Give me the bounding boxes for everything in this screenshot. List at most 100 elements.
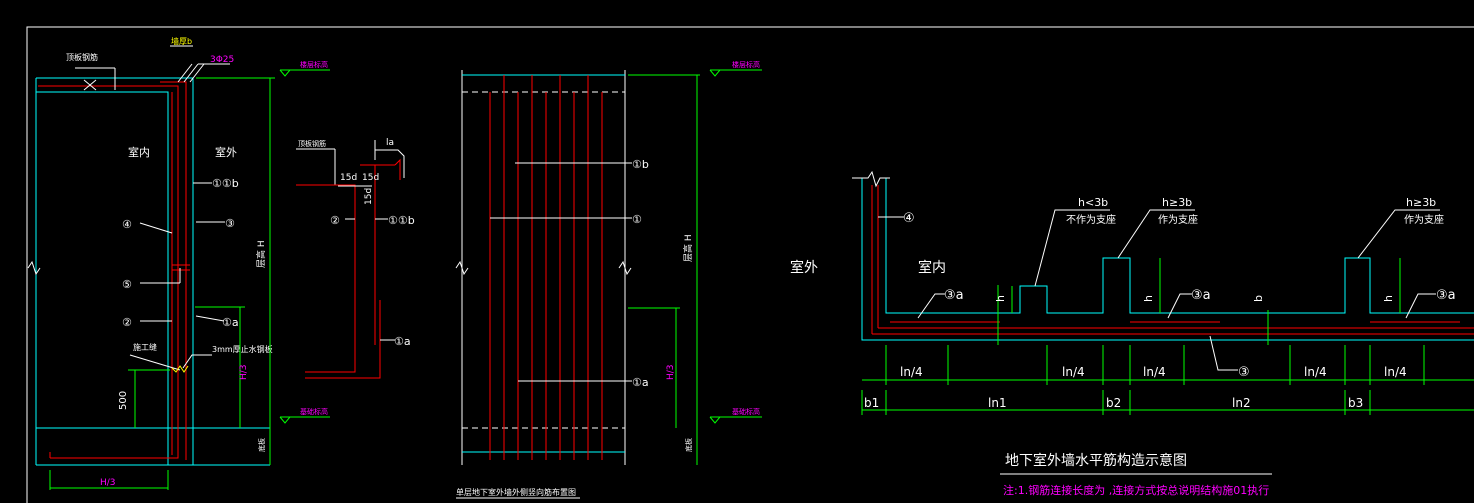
mid-level-bottom: 基础标高 (732, 407, 760, 416)
mid-dim-bottom: 底板 (684, 438, 693, 452)
water-stop-label: 3mm厚止水钢板 (212, 344, 273, 354)
plan-break (852, 170, 890, 188)
construction-joint-label: 施工缝 (133, 342, 157, 352)
dim-height: 层高 H (255, 240, 267, 268)
plan-h-ge-3b-1: h≥3b (1162, 196, 1192, 209)
plan-callout-3a-3: ③a (1436, 288, 1456, 303)
wall-thick-label: 墙厚b (171, 36, 192, 46)
detail-15d-b: 15d (362, 173, 379, 183)
mid-dim-height: 层高 H (682, 234, 694, 262)
dim-500: 500 (118, 391, 129, 410)
outer-rebar (160, 81, 187, 460)
plan-b2: b2 (1106, 396, 1121, 410)
plan-title: 地下室外墙水平筋构造示意图 (1005, 452, 1187, 469)
plan-ln4-3: ln/4 (1143, 365, 1166, 379)
plan-ln4-5: ln/4 (1384, 365, 1407, 379)
dim-bottom: 底板 (257, 438, 266, 452)
callout-3: ③ (225, 217, 235, 230)
detail-bar-hook (394, 158, 401, 180)
plan-callout-3a-1: ③a (944, 288, 964, 303)
indoor-label: 室内 (128, 145, 150, 159)
plan-outer-line (861, 178, 1474, 341)
mid-caption: 单层地下室外墙外侧竖向筋布置图 (456, 487, 576, 497)
top-rebar-label: 顶板钢筋 (66, 52, 98, 62)
plan-h-ge-3b-2: h≥3b (1406, 196, 1436, 209)
mid-callout-1b: ①b (632, 158, 649, 171)
leader-construction-joint (129, 354, 181, 371)
mid-level-top: 楼层标高 (732, 60, 760, 69)
plan-leader-3a-2 (1167, 293, 1192, 319)
plan-inner-line (885, 178, 1474, 314)
plan-ln4-2: ln/4 (1062, 365, 1085, 379)
bar-3phi25-label: 3Φ25 (210, 55, 234, 65)
leader-water-stop (182, 354, 212, 369)
plan-callout-3: ③ (1238, 365, 1250, 380)
leader-4 (139, 222, 173, 234)
callout-5: ⑤ (122, 278, 132, 291)
plan-leader-3a-1 (917, 293, 945, 319)
plan-outdoor-label: 室外 (790, 259, 818, 276)
dim-h3-left: H/3 (239, 364, 249, 380)
detail-callout-2: ② (330, 214, 340, 227)
level-top: 楼层标高 (300, 60, 328, 69)
leader-3phi25-c (189, 63, 205, 83)
drawing-frame (26, 26, 1474, 503)
plan-leader-hlt3b (1034, 209, 1110, 287)
plan-leader-3 (1209, 335, 1238, 371)
mid-break-right (618, 260, 632, 276)
break-line (27, 260, 41, 276)
dim-h3-bottom: H/3 (100, 478, 116, 488)
plan-leader-hge3b-2 (1357, 209, 1440, 259)
plan-as-support-1: 作为支座 (1158, 213, 1198, 226)
detail-15d-a: 15d (340, 173, 357, 183)
callout-1a: ①a (222, 316, 239, 329)
plan-ln2: ln2 (1232, 396, 1251, 410)
plan-b: b (1252, 295, 1265, 302)
middle-elevation: ①b ① ①a H/3 层高 H 底板 楼层标高 基础标高 单层地下室外墙外侧竖… (455, 60, 762, 499)
detail-callout-1a: ①a (394, 335, 411, 348)
plan-ln4-4: ln/4 (1304, 365, 1327, 379)
rebar-detail: 顶板钢筋 15d 15d 15d la ② ①①b ①a (296, 138, 415, 379)
plan-callout-3a-2: ③a (1191, 288, 1211, 303)
plan-h-2: h (1142, 295, 1155, 302)
leader-3phi25-a (177, 63, 193, 83)
plan-as-support-2: 作为支座 (1404, 213, 1444, 226)
detail-15d-c: 15d (364, 188, 374, 205)
plan-b1: b1 (864, 396, 879, 410)
detail-top-rebar-label: 顶板钢筋 (298, 139, 326, 148)
callout-2: ② (122, 316, 132, 329)
mid-callout-1a: ①a (632, 376, 649, 389)
leader-1a (195, 315, 225, 322)
plan-leader-3a-3 (1405, 293, 1436, 319)
detail-bar-inner (296, 184, 356, 373)
mid-dim-h3: H/3 (666, 364, 676, 380)
level-bottom: 基础标高 (300, 407, 328, 416)
plan-note: 注:1.钢筋连接长度为 ,连接方式按总说明结构施01执行 (1003, 483, 1269, 497)
plan-h-3: h (1382, 295, 1395, 302)
mid-break-left (455, 260, 469, 276)
outdoor-label: 室外 (215, 145, 237, 159)
plan-indoor-label: 室内 (918, 259, 946, 276)
plan-b3: b3 (1348, 396, 1363, 410)
inner-rebar (38, 85, 179, 459)
plan-h-1: h (994, 295, 1007, 302)
mid-callout-1: ① (632, 213, 642, 226)
leader-3phi25-b (183, 63, 199, 83)
detail-bar-1a (305, 300, 381, 379)
callout-4: ④ (122, 218, 132, 231)
plan-h-lt-3b: h<3b (1078, 196, 1108, 209)
detail-la-dim (375, 149, 405, 178)
water-stop-plate (171, 365, 189, 373)
right-plan: 室外 室内 ④ ③a ③a ③a ③ h<3b 不作为支座 h≥3b 作为支座 … (790, 170, 1474, 497)
plan-not-support: 不作为支座 (1066, 213, 1116, 226)
detail-callout-1-1b: ①①b (388, 214, 415, 227)
callout-1-1b: ①①b (212, 177, 239, 190)
plan-ln4-1: ln/4 (900, 365, 923, 379)
x-mark-b (83, 79, 97, 91)
left-wall-section: 顶板钢筋 墙厚b 3Φ25 室内 室外 ①①b ④ ③ ⑤ ② ①a 施工缝 3… (27, 36, 330, 490)
plan-callout-4: ④ (903, 211, 915, 226)
plan-ln1: ln1 (988, 396, 1007, 410)
plan-leader-hge3b-1 (1117, 209, 1195, 259)
